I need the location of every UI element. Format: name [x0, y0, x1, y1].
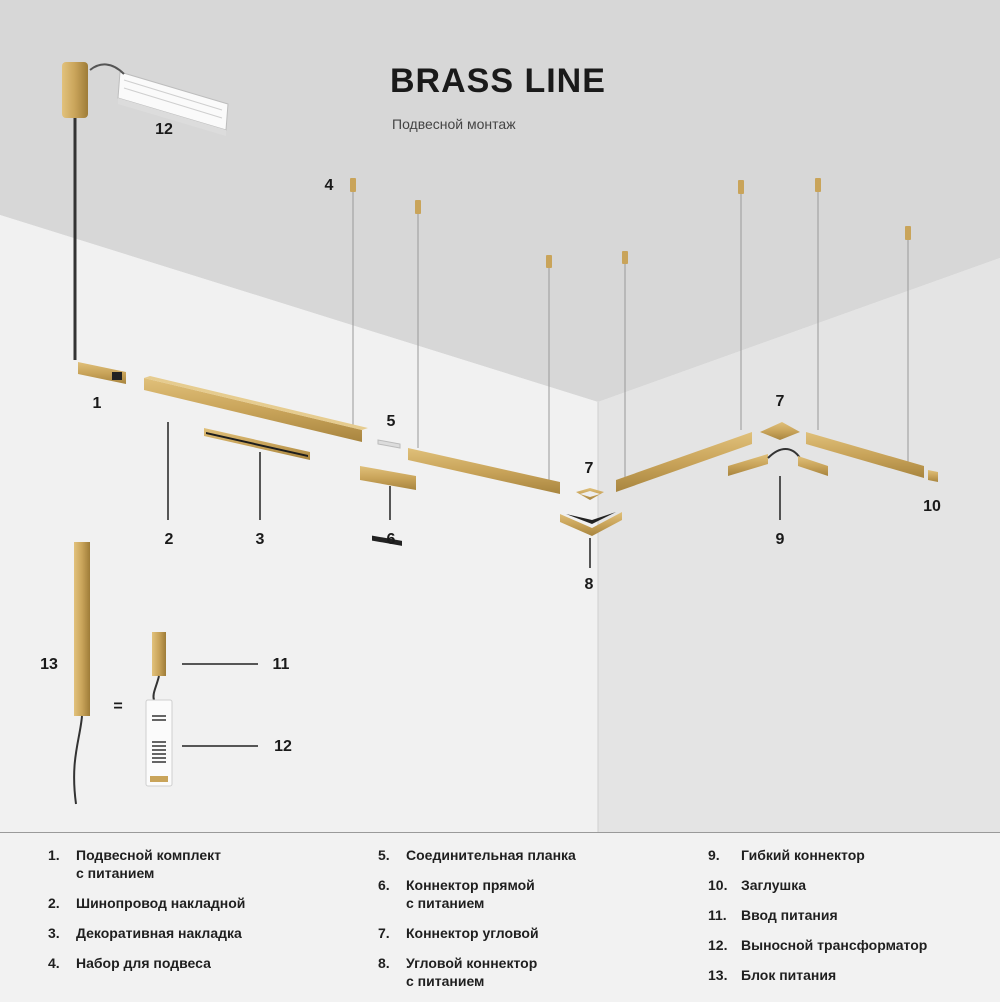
- connecting-plate: [377, 439, 401, 449]
- track-rail-2: [408, 448, 560, 494]
- legend-column-3: 9.Гибкий коннектор 10.Заглушка 11.Ввод п…: [708, 846, 927, 996]
- callout-7-right: 7: [775, 393, 785, 410]
- suspension-kit-part: [78, 362, 126, 384]
- legend-item: 7.Коннектор угловой: [378, 925, 539, 941]
- legend-item: 2.Шинопровод накладной: [48, 895, 246, 911]
- power-block: [73, 542, 90, 805]
- track-rail: [144, 376, 368, 442]
- legend-item: 3.Декоративная накладка: [48, 925, 242, 941]
- leader-lines: [167, 422, 781, 747]
- remote-transformer-top: [117, 71, 229, 136]
- callout-6: 6: [386, 531, 396, 548]
- callout-9: 9: [775, 531, 785, 548]
- flexible-connector: [728, 448, 828, 476]
- corner-connector-power: [560, 512, 622, 536]
- callout-5: 5: [386, 413, 396, 430]
- transformer-bottom: [145, 699, 173, 787]
- callout-13: 13: [40, 656, 58, 673]
- legend-item: 6.Коннектор прямой с питанием: [378, 877, 535, 911]
- legend-item: 8.Угловой коннектор с питанием: [378, 955, 538, 989]
- callout-12-bottom: 12: [274, 738, 292, 755]
- callout-7-left: 7: [584, 460, 594, 477]
- suspension-wires: [352, 190, 909, 485]
- page-title: BRASS LINE: [390, 62, 606, 100]
- callout-8: 8: [584, 576, 594, 593]
- right-wall: [598, 258, 1000, 832]
- ceiling: [0, 0, 1000, 402]
- corner-connector-left: [576, 488, 604, 500]
- straight-connector: [360, 466, 416, 546]
- callout-3: 3: [255, 531, 265, 548]
- legend-item: 13.Блок питания: [708, 967, 837, 983]
- legend-divider: [0, 832, 1000, 833]
- power-input: [152, 632, 166, 701]
- left-wall: [0, 215, 598, 832]
- legend-column-1: 1.Подвесной комплект с питанием 2.Шинопр…: [48, 846, 245, 984]
- track-rail-3: [616, 432, 752, 492]
- callout-4: 4: [324, 177, 334, 194]
- legend-item: 1.Подвесной комплект с питанием: [48, 847, 221, 881]
- callout-11: 11: [272, 656, 290, 673]
- page-subtitle: Подвесной монтаж: [392, 116, 516, 132]
- legend-item: 4.Набор для подвеса: [48, 955, 211, 971]
- track-rail-4: [806, 432, 924, 478]
- legend-item: 12.Выносной трансформатор: [708, 937, 928, 953]
- callout-1: 1: [92, 395, 102, 412]
- legend-item: 10.Заглушка: [708, 877, 806, 893]
- callout-12-top: 12: [155, 121, 173, 138]
- end-cap: [928, 470, 938, 482]
- suspension-anchors: [350, 178, 911, 268]
- legend-item: 11.Ввод питания: [708, 907, 838, 923]
- corner-connector-right: [760, 422, 800, 440]
- callout-10: 10: [923, 498, 941, 515]
- legend-column-2: 5.Соединительная планка 6.Коннектор прям…: [378, 846, 576, 1002]
- legend-item: 5.Соединительная планка: [378, 847, 576, 863]
- callout-2: 2: [164, 531, 174, 548]
- legend-item: 9.Гибкий коннектор: [708, 847, 865, 863]
- decorative-cover: [204, 428, 310, 460]
- canopy-with-cable: [62, 62, 125, 360]
- equals-sign: =: [113, 698, 123, 715]
